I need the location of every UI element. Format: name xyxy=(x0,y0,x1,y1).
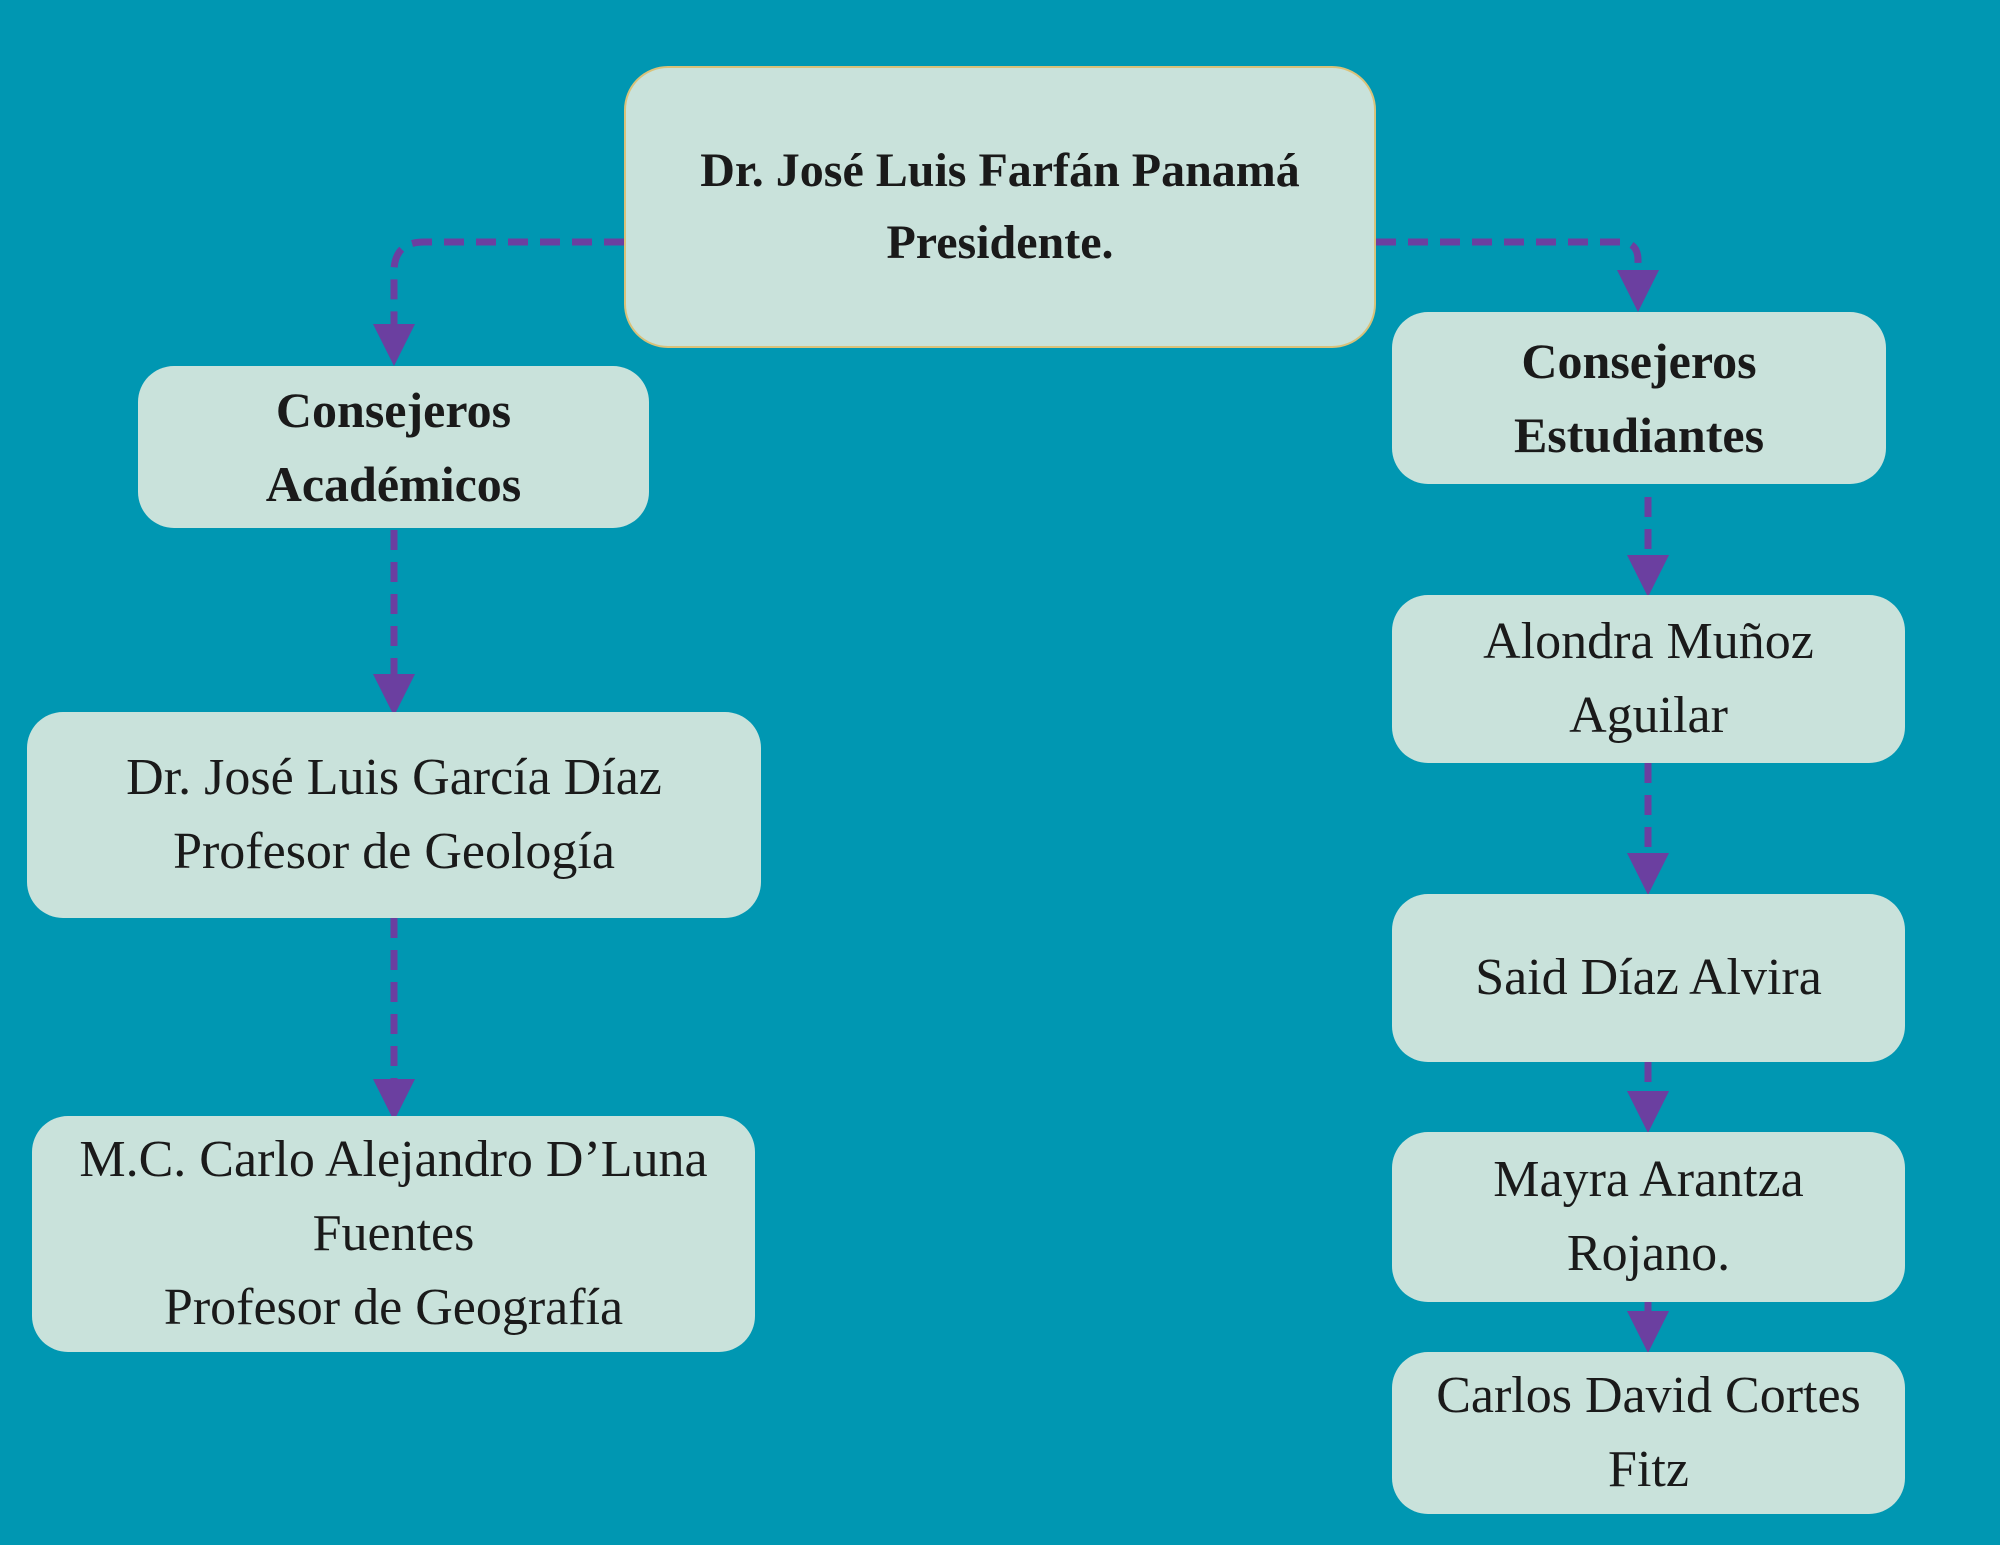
president-role: Presidente. xyxy=(886,216,1114,269)
student-cortes-line1: Carlos David Cortes xyxy=(1436,1367,1861,1424)
student-munoz-line1: Alondra Muñoz xyxy=(1483,613,1814,670)
students-heading-line2: Estudiantes xyxy=(1513,407,1765,463)
member-garcia-name: Dr. José Luis García Díaz xyxy=(126,749,662,806)
student-council-node: Consejeros Estudiantes xyxy=(1392,312,1886,484)
student-diaz-line1: Said Díaz Alvira xyxy=(1475,949,1822,1006)
student-rojano-line2: Rojano. xyxy=(1566,1225,1731,1282)
connector-root-to-academic xyxy=(373,238,624,366)
member-dluna-role: Profesor de Geografía xyxy=(163,1279,624,1336)
member-dluna-surname: Fuentes xyxy=(312,1205,475,1262)
student-munoz-node: Alondra Muñoz Aguilar xyxy=(1392,595,1905,763)
president-node: Dr. José Luis Farfán Panamá Presidente. xyxy=(624,66,1376,348)
student-cortes-node: Carlos David Cortes Fitz xyxy=(1392,1352,1905,1514)
member-dluna-name: M.C. Carlo Alejandro D’Luna xyxy=(79,1131,708,1188)
member-dluna-node: M.C. Carlo Alejandro D’Luna Fuentes Prof… xyxy=(32,1116,755,1352)
student-cortes-line2: Fitz xyxy=(1608,1441,1689,1498)
student-munoz-line2: Aguilar xyxy=(1569,687,1728,744)
president-name: Dr. José Luis Farfán Panamá xyxy=(700,144,1300,197)
academic-heading-line1: Consejeros xyxy=(275,382,512,438)
academic-council-node: Consejeros Académicos xyxy=(138,366,649,528)
student-rojano-node: Mayra Arantza Rojano. xyxy=(1392,1132,1905,1302)
student-rojano-line1: Mayra Arantza xyxy=(1493,1151,1804,1208)
student-diaz-node: Said Díaz Alvira xyxy=(1392,894,1905,1062)
academic-heading-line2: Académicos xyxy=(265,456,522,512)
connector-root-to-students xyxy=(1376,238,1659,312)
member-garcia-node: Dr. José Luis García Díaz Profesor de Ge… xyxy=(27,712,761,918)
member-garcia-role: Profesor de Geología xyxy=(173,823,615,880)
students-heading-line1: Consejeros xyxy=(1521,333,1757,389)
